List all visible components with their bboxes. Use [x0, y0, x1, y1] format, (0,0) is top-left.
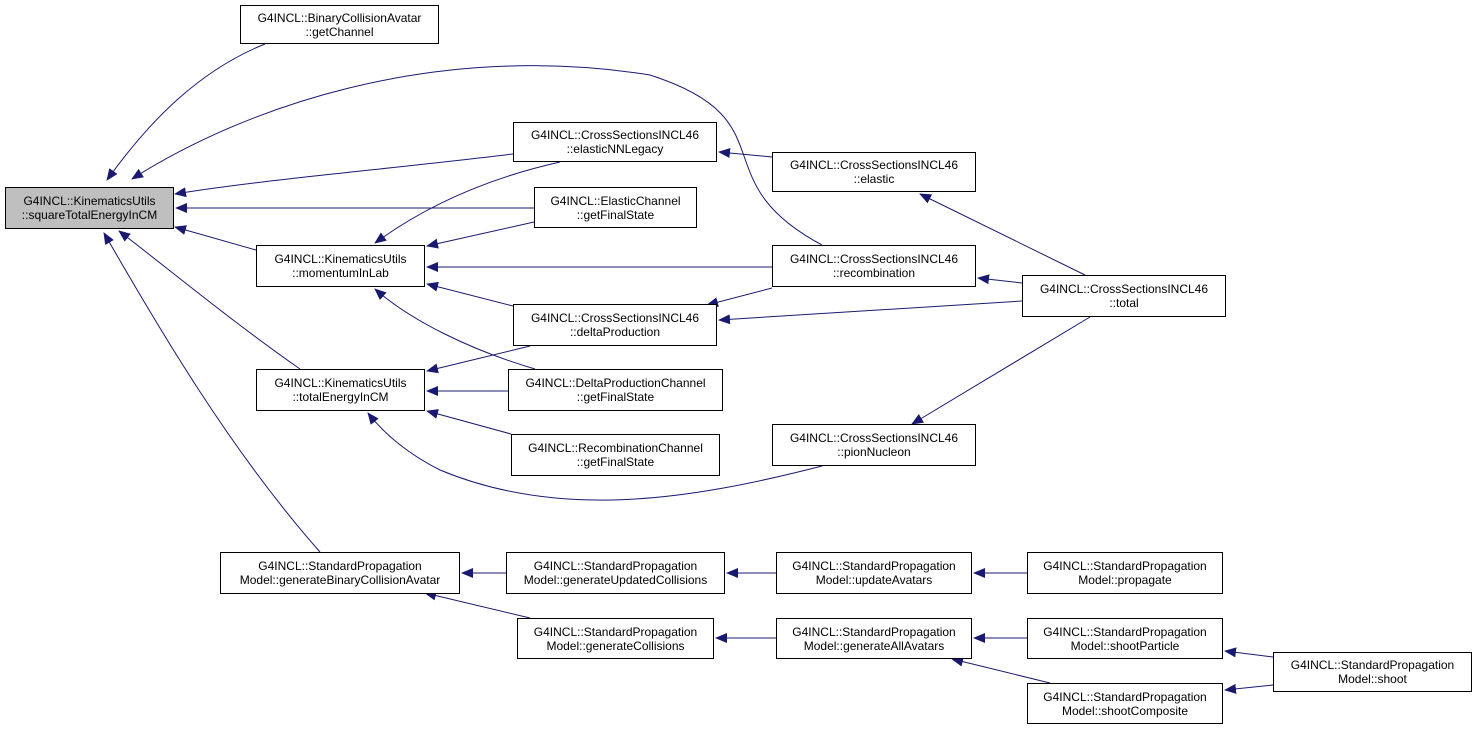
edge-getChannel-to-root — [106, 43, 266, 181]
edge-recombination-to-root — [131, 65, 823, 246]
node-label-line2: ::totalEnergyInCM — [292, 390, 389, 404]
node-label-line2: ::getFinalState — [576, 455, 655, 469]
edge-deltaProduction-to-momentumInLab — [426, 281, 514, 307]
edge-shootComposite-to-genAllAvatars — [951, 656, 1051, 684]
node-label-line2: ::pionNucleon — [837, 445, 911, 459]
node-label-line1: G4INCL::StandardPropagation — [533, 559, 698, 573]
node-generateAllAvatars[interactable]: G4INCL::StandardPropagation Model::gener… — [776, 618, 972, 659]
node-label-line2: ::getFinalState — [576, 207, 655, 222]
edge-shoot-to-shootParticle — [1224, 647, 1274, 658]
node-label-line2: Model::shootParticle — [1070, 638, 1180, 653]
node-shootParticle[interactable]: G4INCL::StandardPropagation Model::shoot… — [1027, 618, 1223, 659]
node-label-line2: ::elasticNNLegacy — [566, 142, 664, 156]
node-elasticNNLegacy[interactable]: G4INCL::CrossSectionsINCL46 ::elasticNNL… — [513, 122, 717, 162]
edge-shoot-to-shootComposite — [1224, 683, 1274, 694]
node-updateAvatars[interactable]: G4INCL::StandardPropagation Model::updat… — [776, 552, 972, 594]
node-label-line1: G4INCL::CrossSectionsINCL46 — [789, 252, 959, 266]
node-squareTotalEnergyInCM: G4INCL::KinematicsUtils ::squareTotalEne… — [5, 187, 174, 229]
node-label-line2: Model::shoot — [1338, 672, 1407, 686]
node-shoot[interactable]: G4INCL::StandardPropagation Model::shoot — [1273, 652, 1472, 692]
edge-elasticNNLegacy-to-root — [174, 153, 514, 198]
edge-elasticChannel-to-momentumInLab — [426, 221, 535, 249]
node-label-line1: G4INCL::ElasticChannel — [550, 193, 681, 208]
node-generateUpdatedCollisions[interactable]: G4INCL::StandardPropagation Model::gener… — [506, 552, 725, 594]
edge-totalEnergyInCM-to-root — [118, 230, 301, 370]
node-pionNucleon[interactable]: G4INCL::CrossSectionsINCL46 ::pionNucleo… — [772, 424, 976, 466]
node-label-line1: G4INCL::KinematicsUtils — [274, 252, 407, 266]
node-elastic[interactable]: G4INCL::CrossSectionsINCL46 ::elastic — [772, 152, 976, 192]
node-label-line1: G4INCL::RecombinationChannel — [528, 441, 703, 455]
edge-pionNucleon-to-totalEnergyInCM — [367, 412, 823, 501]
node-label-line1: G4INCL::StandardPropagation — [533, 624, 698, 639]
node-label-line1: G4INCL::StandardPropagation — [258, 559, 422, 573]
node-label-line2: ::total — [1109, 296, 1139, 310]
node-label-line2: ::momentumInLab — [292, 266, 389, 280]
node-momentumInLab[interactable]: G4INCL::KinematicsUtils ::momentumInLab — [256, 245, 425, 287]
edge-genBinaryColl-to-root — [103, 232, 321, 553]
node-generateBinaryCollisionAvatar[interactable]: G4INCL::StandardPropagation Model::gener… — [220, 552, 460, 594]
edge-genCollisions-to-genBinaryColl — [424, 590, 531, 619]
node-recombChannel[interactable]: G4INCL::RecombinationChannel ::getFinalS… — [511, 434, 720, 476]
node-label-line2: ::elastic — [853, 172, 895, 186]
node-total[interactable]: G4INCL::CrossSectionsINCL46 ::total — [1022, 275, 1226, 317]
edge-total-to-elastic — [919, 193, 1086, 276]
node-totalEnergyInCM[interactable]: G4INCL::KinematicsUtils ::totalEnergyInC… — [256, 369, 425, 411]
edge-recombChannel-to-totalEnergyInCM — [426, 409, 512, 435]
node-label-line2: ::squareTotalEnergyInCM — [21, 208, 158, 222]
node-label-line1: G4INCL::StandardPropagation — [1043, 624, 1207, 639]
node-label-line1: G4INCL::CrossSectionsINCL46 — [530, 128, 700, 142]
node-label-line1: G4INCL::CrossSectionsINCL46 — [789, 158, 959, 172]
edge-total-to-pionNucleon — [911, 316, 1091, 425]
node-label-line1: G4INCL::StandardPropagation — [1043, 559, 1207, 573]
node-label-line2: Model::updateAvatars — [815, 573, 933, 587]
edge-elastic-to-elasticNNLegacy — [718, 148, 773, 159]
node-deltaProduction[interactable]: G4INCL::CrossSectionsINCL46 ::deltaProdu… — [513, 304, 717, 346]
node-getChannel[interactable]: G4INCL::BinaryCollisionAvatar ::getChann… — [240, 5, 439, 44]
edge-total-to-deltaProduction — [718, 300, 1023, 325]
node-label-line2: Model::generateUpdatedCollisions — [523, 573, 708, 587]
node-label-line2: ::getChannel — [305, 24, 374, 39]
edge-deltaProduction-to-totalEnergyInCM — [426, 345, 531, 374]
node-label-line1: G4INCL::CrossSectionsINCL46 — [530, 311, 700, 325]
node-label-line2: Model::generateBinaryCollisionAvatar — [239, 573, 441, 587]
node-generateCollisions[interactable]: G4INCL::StandardPropagation Model::gener… — [517, 618, 714, 659]
node-label-line2: Model::generateAllAvatars — [803, 638, 945, 653]
node-shootComposite[interactable]: G4INCL::StandardPropagation Model::shoot… — [1027, 683, 1223, 724]
node-label-line1: G4INCL::StandardPropagation — [1043, 689, 1207, 704]
node-recombination[interactable]: G4INCL::CrossSectionsINCL46 ::recombinat… — [772, 245, 976, 287]
node-label-line1: G4INCL::CrossSectionsINCL46 — [789, 431, 959, 445]
node-label-line2: ::deltaProduction — [569, 325, 661, 339]
node-label-line2: ::recombination — [832, 266, 916, 280]
edge-recombination-to-deltaProduction — [706, 287, 773, 308]
edge-elasticNNLegacy-to-momentumInLab — [374, 161, 561, 244]
node-propagate[interactable]: G4INCL::StandardPropagation Model::propa… — [1027, 552, 1223, 594]
node-label-line2: Model::generateCollisions — [546, 638, 685, 653]
node-label-line1: G4INCL::StandardPropagation — [792, 559, 956, 573]
node-label-line1: G4INCL::BinaryCollisionAvatar — [257, 10, 422, 25]
node-label-line1: G4INCL::DeltaProductionChannel — [525, 376, 706, 390]
node-label-line2: Model::propagate — [1078, 573, 1172, 587]
node-label-line1: G4INCL::StandardPropagation — [1290, 658, 1455, 672]
node-label-line1: G4INCL::KinematicsUtils — [274, 376, 407, 390]
node-label-line1: G4INCL::StandardPropagation — [792, 624, 956, 639]
node-deltaProdChannel[interactable]: G4INCL::DeltaProductionChannel ::getFina… — [508, 369, 723, 411]
node-elasticChannel[interactable]: G4INCL::ElasticChannel ::getFinalState — [534, 187, 697, 228]
node-label-line1: G4INCL::KinematicsUtils — [23, 194, 156, 208]
node-label-line1: G4INCL::CrossSectionsINCL46 — [1039, 282, 1209, 296]
edge-deltaProdChannel-to-momentumInLab — [374, 288, 536, 370]
node-label-line2: Model::shootComposite — [1061, 703, 1189, 718]
edge-total-to-recombination — [977, 274, 1023, 285]
node-label-line2: ::getFinalState — [576, 390, 655, 404]
edge-momentumInLab-to-root — [174, 225, 257, 251]
